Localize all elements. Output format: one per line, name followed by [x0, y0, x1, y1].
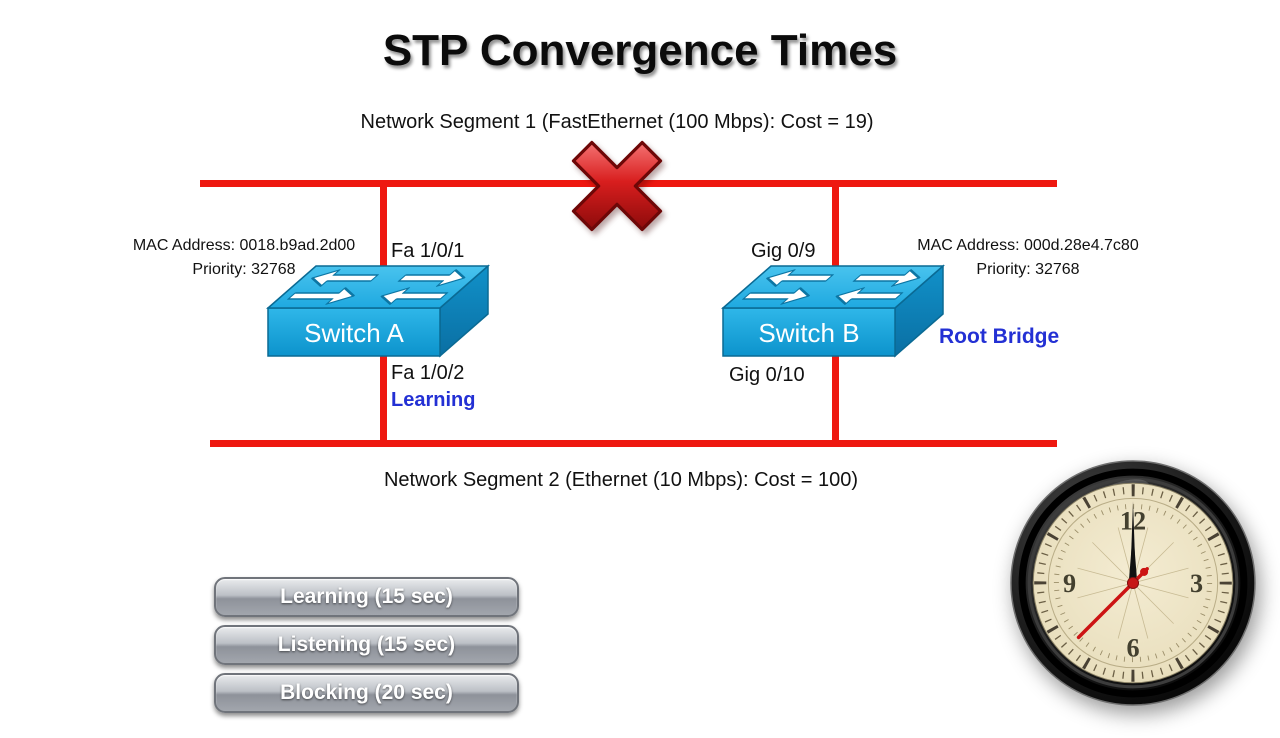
clock-numeral-6: 6: [1126, 634, 1139, 663]
switch-a-name: Switch A: [304, 318, 404, 348]
stp-timer-buttons: Learning (15 sec) Listening (15 sec) Blo…: [214, 577, 519, 713]
switch-b-top-port-label: Gig 0/9: [751, 240, 816, 262]
blocking-timer-button[interactable]: Blocking (20 sec): [214, 673, 519, 713]
clock-hour-ticks: [1034, 484, 1232, 682]
switch-b-name: Switch B: [758, 318, 859, 348]
listening-timer-button[interactable]: Listening (15 sec): [214, 625, 519, 665]
switch-a-top-port-label: Fa 1/0/1: [391, 240, 465, 262]
root-bridge-label: Root Bridge: [939, 325, 1060, 348]
clock-minute-hand: [1129, 501, 1137, 589]
learning-timer-button[interactable]: Learning (15 sec): [214, 577, 519, 617]
switch-a-bottom-port-label: Fa 1/0/2: [391, 362, 465, 384]
segment1-label: Network Segment 1 (FastEthernet (100 Mbp…: [360, 111, 874, 133]
clock-inner-scale: [1053, 503, 1213, 663]
switch-b-info: MAC Address: 000d.28e4.7c80 Priority: 32…: [895, 234, 1161, 282]
segment2-label: Network Segment 2 (Ethernet (10 Mbps): C…: [383, 469, 859, 491]
clock-center-cap: [1126, 576, 1140, 590]
switch-a-mac-address: MAC Address: 0018.b9ad.2d00: [132, 237, 356, 254]
switch-b-icon: Switch B: [723, 266, 943, 358]
link-failure-x-icon: [571, 140, 663, 232]
switch-a-info: MAC Address: 0018.b9ad.2d00 Priority: 32…: [116, 234, 372, 282]
switch-a-port-state-label: Learning: [391, 389, 476, 411]
switch-b-priority: Priority: 32768: [976, 261, 1080, 278]
segment2-line: [210, 440, 1057, 447]
switch-a-priority: Priority: 32768: [192, 261, 296, 278]
switch-a-icon: Switch A: [268, 266, 488, 358]
switch-b-bottom-port-label: Gig 0/10: [729, 364, 805, 386]
switch-b-mac-address: MAC Address: 000d.28e4.7c80: [917, 237, 1139, 254]
analog-clock: 12 3 6 9: [1010, 460, 1256, 706]
page-title: STP Convergence Times: [382, 26, 898, 75]
clock-numeral-9: 9: [1063, 569, 1076, 598]
clock-numeral-3: 3: [1190, 569, 1203, 598]
